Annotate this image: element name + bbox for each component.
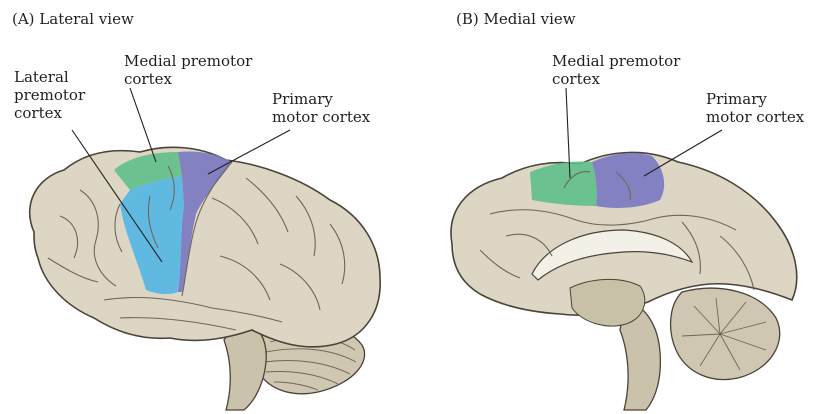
- panel-lateral-view: (A) Lateral view Lateral premotor cortex…: [0, 0, 420, 414]
- thalamus-b: [570, 279, 645, 326]
- region-primary-motor-b: [592, 153, 664, 208]
- medial-brain-illustration: [420, 0, 813, 414]
- cerebellum-b: [671, 288, 780, 379]
- lateral-brain-illustration: [0, 0, 420, 414]
- panel-medial-view: (B) Medial view Medial premotor cortex P…: [420, 0, 813, 414]
